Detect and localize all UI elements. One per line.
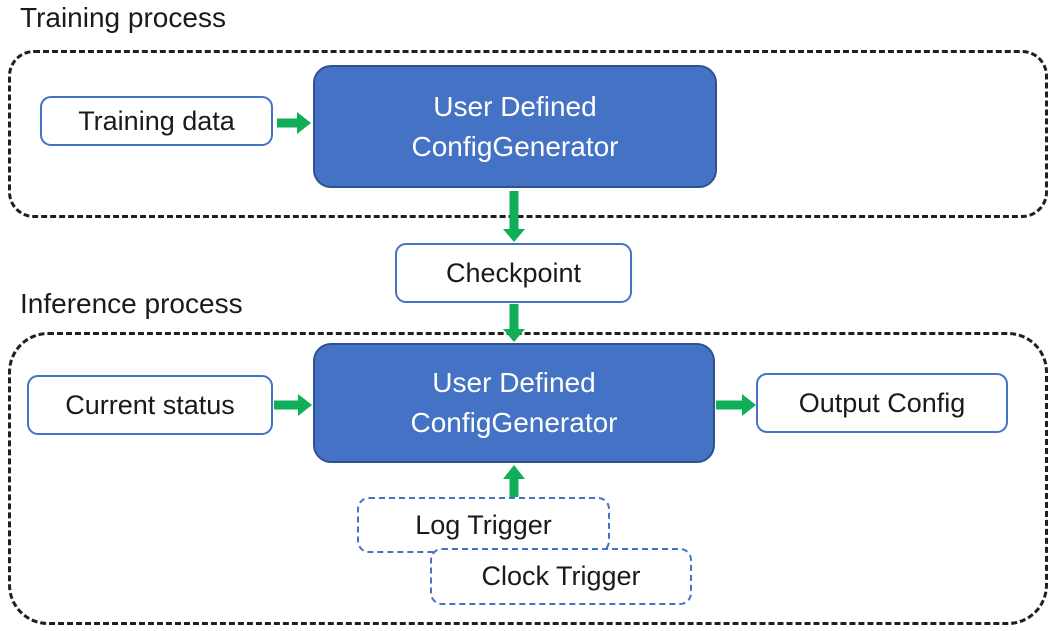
training-section-label: Training process: [20, 2, 226, 33]
inference-config-generator-line1: User Defined: [432, 367, 596, 398]
inference-section-label: Inference process: [20, 288, 243, 319]
training-config-generator-line2: ConfigGenerator: [411, 130, 619, 162]
log-trigger-node: Log Trigger: [357, 497, 610, 553]
inference-process-container: [8, 332, 1048, 625]
current-status-node: Current status: [27, 375, 273, 435]
training-config-generator-line1: User Defined: [433, 90, 597, 122]
clock-trigger-node: Clock Trigger: [430, 548, 692, 605]
inference-config-generator-node: User Defined ConfigGenerator: [313, 343, 715, 463]
inference-config-generator-line2: ConfigGenerator: [410, 407, 618, 438]
checkpoint-node: Checkpoint: [395, 243, 632, 303]
training-process-container: [8, 50, 1048, 218]
training-data-node: Training data: [40, 96, 273, 146]
training-config-generator-node: User Defined ConfigGenerator: [313, 65, 717, 188]
output-config-node: Output Config: [756, 373, 1008, 433]
